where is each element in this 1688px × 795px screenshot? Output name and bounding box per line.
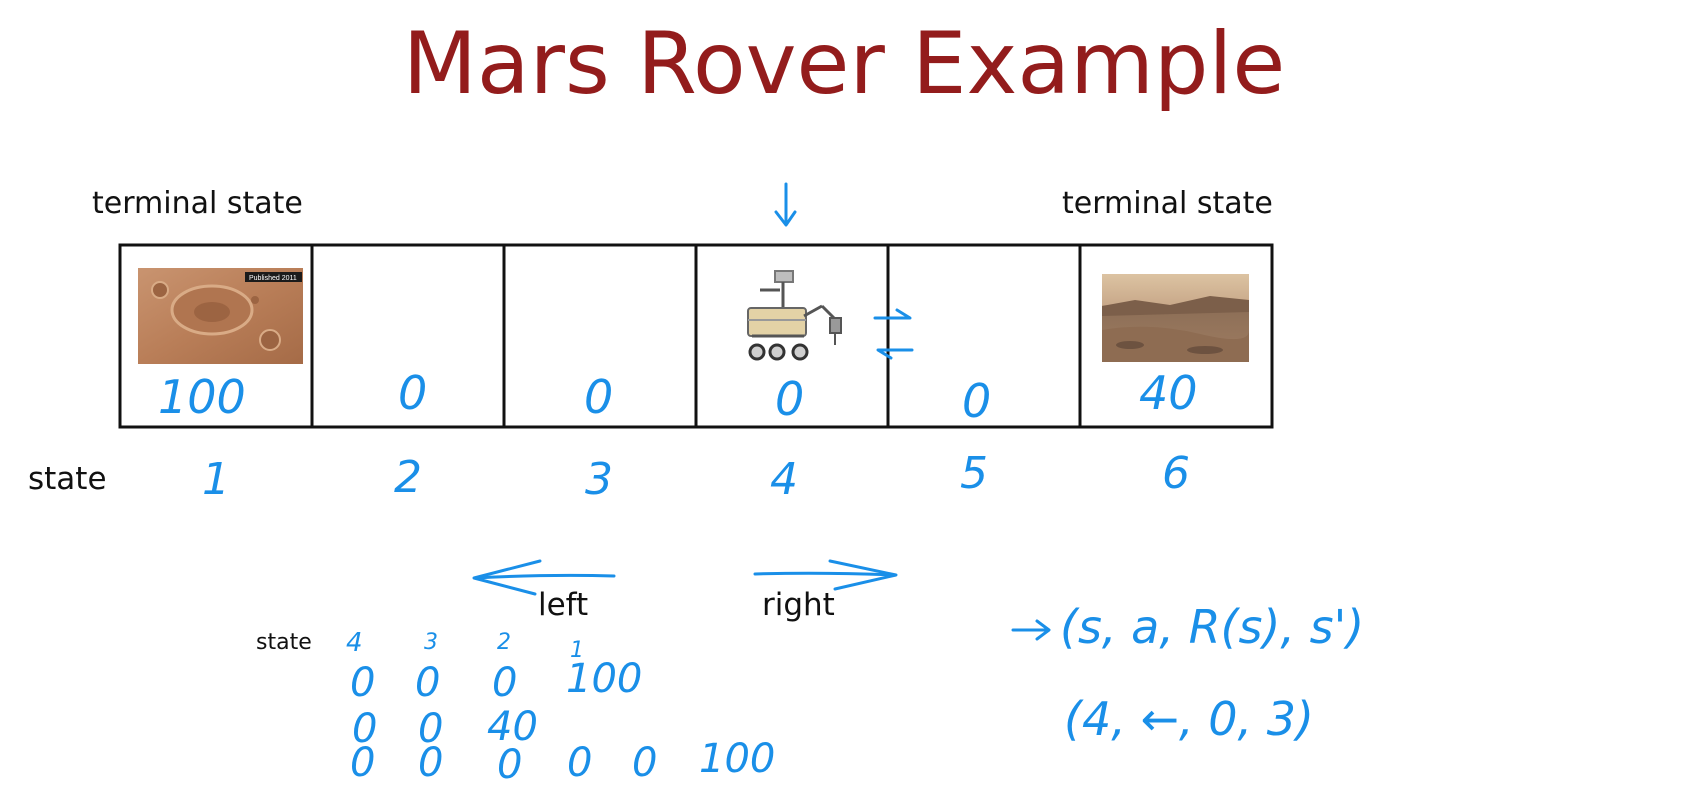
crater-image: Published 2011	[138, 268, 303, 364]
reward-state-1: 100	[158, 370, 246, 424]
example-row-1-value-4: 100	[566, 656, 643, 702]
terminal-label-left: terminal state	[92, 186, 303, 221]
state-grid	[118, 243, 1274, 429]
state-number-5: 5	[960, 448, 988, 499]
reward-state-4: 0	[775, 372, 805, 426]
start-arrow-icon	[774, 182, 797, 227]
example-row-2-value-1: 0	[352, 706, 378, 752]
example-row-3-value-6: 100	[699, 736, 776, 782]
reward-state-6: 40	[1139, 366, 1198, 420]
examples-header-1: 1	[570, 638, 584, 663]
transition-arrows-icon	[873, 308, 914, 360]
example-row-3-value-2: 0	[418, 740, 444, 786]
example-row-3-value-4: 0	[567, 740, 593, 786]
terminal-label-right: terminal state	[1062, 186, 1273, 221]
examples-header-3: 3	[424, 630, 438, 655]
tuple-pointer-arrow-icon	[1011, 619, 1051, 641]
example-row-3-value-5: 0	[632, 740, 658, 786]
state-number-2: 2	[394, 452, 422, 503]
right-action-arrow-icon	[753, 559, 898, 591]
state-number-1: 1	[202, 454, 230, 505]
image-badge: Published 2011	[249, 275, 297, 282]
rover-icon	[747, 270, 842, 361]
example-row-1-value-2: 0	[415, 660, 441, 706]
reward-state-5: 0	[962, 374, 992, 428]
reward-state-3: 0	[584, 370, 614, 424]
example-row-2-value-3: 40	[487, 704, 538, 750]
state-row-label: state	[28, 461, 107, 497]
right-action-label: right	[762, 587, 835, 623]
examples-state-label: state	[256, 630, 312, 655]
example-row-3-value-1: 0	[350, 740, 376, 786]
reward-state-2: 0	[398, 366, 428, 420]
page-title: Mars Rover Example	[402, 14, 1286, 114]
left-action-label: left	[538, 587, 589, 623]
examples-header-2: 2	[497, 630, 511, 655]
tuple-example: (4, ←, 0, 3)	[1064, 692, 1314, 746]
examples-header-4: 4	[346, 628, 363, 658]
example-row-1-value-3: 0	[492, 660, 518, 706]
state-cell-6	[1078, 243, 1274, 429]
tuple-generic: (s, a, R(s), s')	[1060, 600, 1365, 654]
left-action-arrow-icon	[472, 559, 616, 596]
state-number-6: 6	[1162, 448, 1190, 499]
example-row-2-value-2: 0	[418, 706, 444, 752]
example-row-1-value-1: 0	[350, 660, 376, 706]
example-row-3-value-3: 0	[497, 742, 523, 788]
landscape-image	[1102, 274, 1250, 362]
state-number-4: 4	[770, 454, 798, 505]
state-number-3: 3	[585, 454, 613, 505]
